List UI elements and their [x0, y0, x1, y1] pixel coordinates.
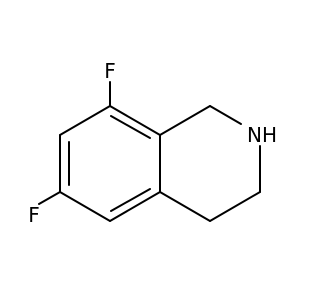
double-bond-inner-c8-c8a	[110, 115, 151, 139]
amine-label: NH	[247, 123, 277, 147]
bond-c4-c4a	[159, 191, 211, 222]
bond-c7-c8	[59, 105, 111, 136]
bond-c8a-c1	[159, 105, 211, 136]
fluorine-top-label: F	[104, 59, 116, 83]
bond-c5-c6	[59, 191, 111, 222]
bond-c3-c4	[209, 191, 261, 222]
bond-c8-c8a	[109, 105, 161, 136]
fluorine-left-label: F	[28, 203, 40, 227]
double-bond-inner-c4a-c5	[110, 188, 151, 212]
bond-c4a-c5	[109, 191, 161, 222]
molecule-structure: F F NH	[28, 59, 277, 227]
bond-c6-f	[38, 191, 61, 205]
bond-c1-n2	[209, 105, 242, 125]
